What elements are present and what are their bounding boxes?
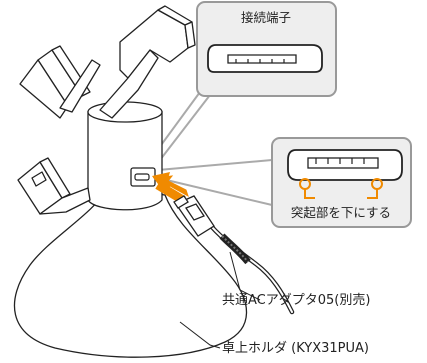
protrusion-label: 突起部を下にする [291, 205, 391, 220]
insert-arrow-shaft [155, 181, 186, 205]
ac-adapter-plug [173, 195, 215, 237]
callout-connector-terminal: 接続端子 [196, 1, 337, 97]
callout-protrusion: 突起部を下にする [271, 137, 412, 228]
label-leaders [179, 251, 261, 349]
holder-port [130, 167, 156, 187]
callout-leaders [155, 91, 273, 206]
holder-arms [17, 5, 196, 215]
holder-base [13, 187, 248, 358]
holder-body [87, 101, 163, 211]
ac-adapter-label: 共通ACアダプタ05(別売) [222, 292, 370, 308]
ac-adapter-cable [203, 217, 295, 315]
connector-terminal-label: 接続端子 [241, 10, 291, 25]
desktop-holder-label: 卓上ホルダ (KYX31PUA) [222, 341, 369, 356]
micro-usb-port-icon [207, 44, 323, 73]
